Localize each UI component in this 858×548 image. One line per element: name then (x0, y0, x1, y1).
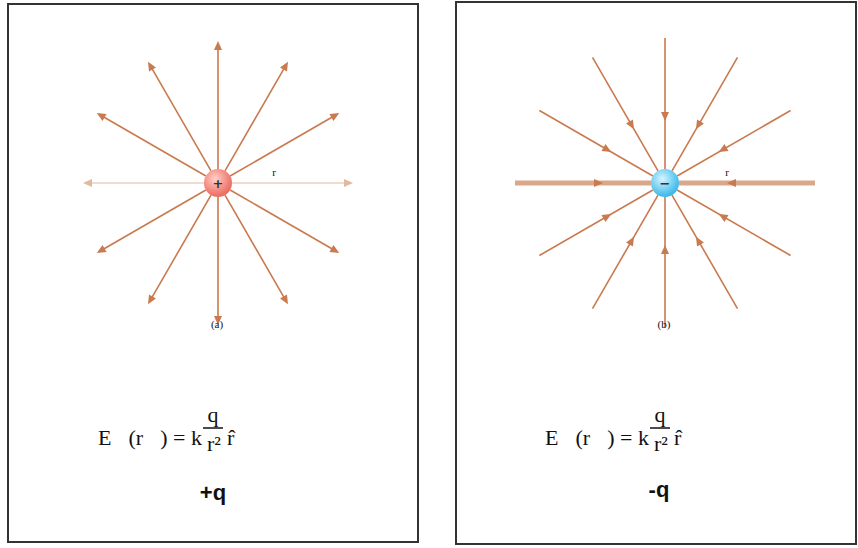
field-line (664, 38, 666, 169)
field-line (102, 116, 206, 176)
fraction-numerator: q (208, 404, 219, 426)
field-line (677, 190, 790, 256)
field-line (230, 116, 334, 176)
field-line (539, 190, 652, 256)
arrowhead (696, 237, 704, 247)
arrowhead (280, 294, 288, 304)
field-line (664, 197, 666, 328)
charge-sign: − (660, 177, 671, 190)
arrowhead (727, 179, 736, 187)
arrowhead (83, 179, 92, 187)
arrowhead (602, 144, 612, 152)
field-line (230, 190, 334, 250)
charge-label: +q (200, 482, 226, 504)
arrowhead (696, 120, 704, 130)
arrowhead (280, 62, 288, 72)
arrowhead (719, 144, 729, 152)
arrowhead (148, 62, 156, 72)
arrowhead (97, 245, 107, 253)
charge-sign: + (213, 177, 224, 190)
charge-label: -q (649, 479, 670, 501)
field-line (672, 57, 738, 170)
field-line (89, 182, 204, 183)
field-line (672, 195, 738, 308)
unit-vector: r̂ (674, 427, 681, 449)
field-line (151, 195, 211, 299)
arrowhead (344, 179, 353, 187)
field-line (679, 181, 815, 186)
distance-label: r (272, 167, 276, 178)
field-line (593, 57, 659, 170)
panel-frame (456, 2, 856, 544)
field-line (232, 182, 347, 183)
arrowhead (214, 41, 222, 50)
fraction-numerator: q (655, 404, 666, 426)
field-line (593, 195, 659, 308)
field-line (677, 111, 790, 177)
fraction-denominator: r² (654, 433, 668, 455)
arrowhead (594, 179, 603, 187)
field-equation: E⃗(r⃗) = k (98, 427, 202, 449)
point-charge: − (651, 169, 679, 197)
arrowhead (626, 237, 634, 247)
arrowhead (148, 294, 156, 304)
arrowhead (602, 214, 612, 222)
arrowhead (719, 214, 729, 222)
distance-label: r (725, 167, 729, 178)
arrowhead (97, 113, 107, 121)
field-line (102, 190, 206, 250)
field-line (151, 67, 211, 171)
panel-frame (8, 4, 418, 542)
arrowhead (661, 245, 669, 254)
field-line (217, 47, 219, 169)
field-line (225, 195, 285, 299)
arrowhead (329, 113, 339, 121)
field-equation: E⃗(r⃗) = k (545, 427, 649, 449)
fraction-bar (650, 427, 670, 429)
point-charge: + (204, 169, 232, 197)
fraction-denominator: r² (207, 433, 221, 455)
field-line (217, 197, 219, 319)
figure-tag: (a) (211, 319, 223, 330)
unit-vector: r̂ (227, 427, 234, 449)
fraction-bar (203, 427, 223, 429)
field-line (515, 181, 651, 186)
arrowhead (626, 120, 634, 130)
arrowhead (329, 245, 339, 253)
arrowhead (661, 112, 669, 121)
field-line (539, 111, 652, 177)
figure-tag: (b) (658, 319, 671, 330)
field-line (225, 67, 285, 171)
